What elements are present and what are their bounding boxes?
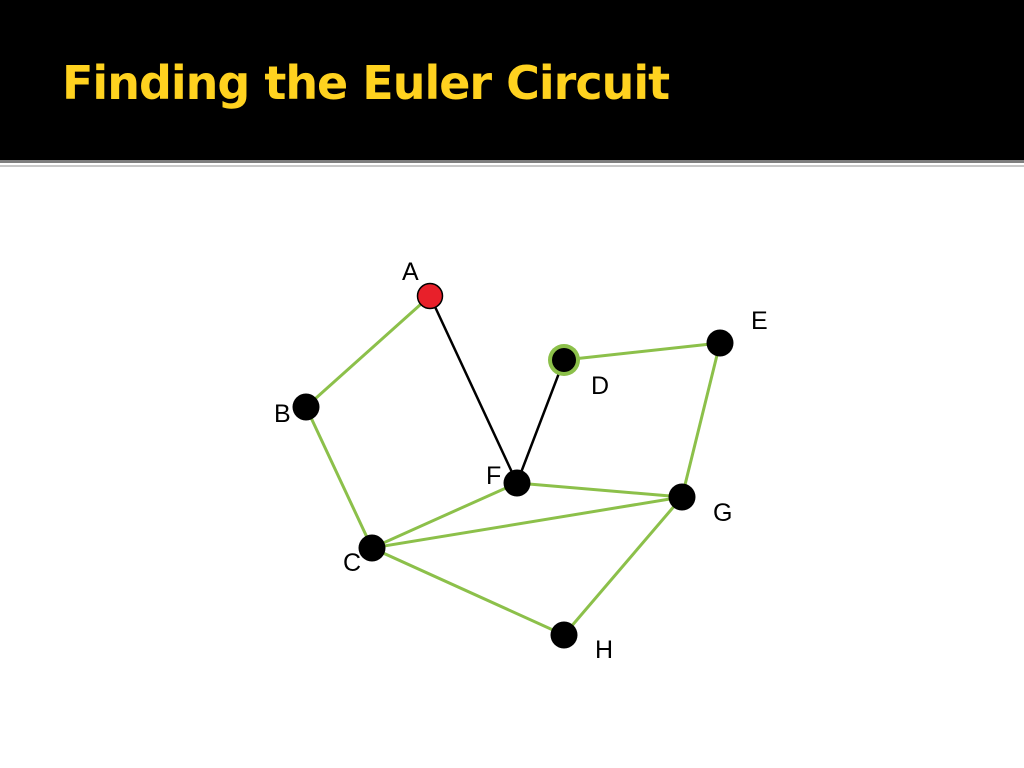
node-label-d: D [591, 372, 609, 400]
edge-a-f [428, 294, 519, 485]
title-divider-light [0, 165, 1024, 167]
node-e [706, 329, 734, 357]
edge-f-g [515, 481, 684, 499]
node-label-b: B [274, 400, 291, 428]
edge-c-h [370, 546, 566, 637]
node-layer [292, 282, 734, 649]
node-label-e: E [751, 307, 768, 335]
node-label-a: A [402, 258, 419, 286]
node-b [292, 393, 320, 421]
node-label-g: G [713, 499, 732, 527]
node-g [668, 483, 696, 511]
edge-a-b [304, 294, 432, 409]
node-label-c: C [343, 549, 361, 577]
title-bar: Finding the Euler Circuit [0, 0, 1024, 160]
node-a [416, 282, 444, 310]
node-c [358, 534, 386, 562]
edge-g-h [562, 495, 684, 637]
label-layer: A B C D E F G H [274, 258, 768, 664]
edge-d-e [562, 341, 722, 362]
edge-f-d [515, 358, 566, 485]
node-label-f: F [486, 462, 501, 490]
node-h [550, 621, 578, 649]
edge-b-c [304, 405, 374, 550]
edge-c-f [370, 481, 519, 550]
edge-layer [304, 294, 722, 637]
edge-e-g [680, 341, 722, 499]
node-f [503, 469, 531, 497]
slide-title: Finding the Euler Circuit [62, 56, 670, 110]
title-divider [0, 160, 1024, 163]
node-d [552, 348, 576, 372]
node-label-h: H [595, 636, 613, 664]
edge-c-g [370, 495, 684, 550]
